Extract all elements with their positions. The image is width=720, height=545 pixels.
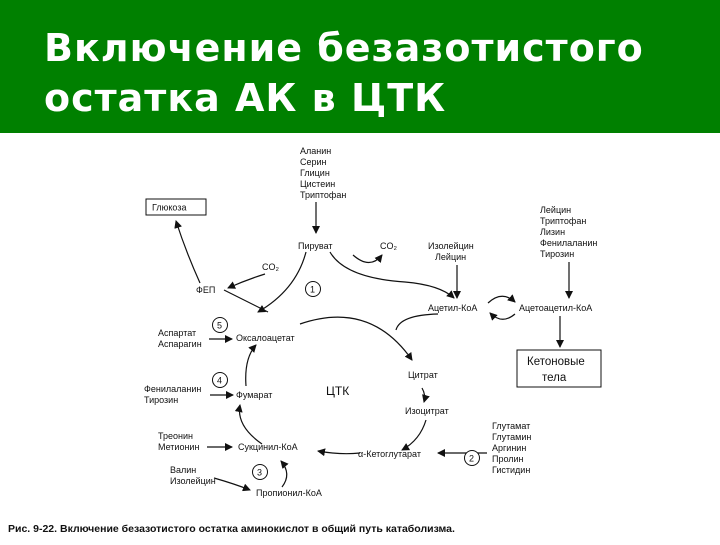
arrow-isocitrate-to-akg	[401, 419, 427, 451]
pro-label: Пролин	[492, 454, 524, 464]
ketone-bodies-line-2: тела	[542, 372, 567, 384]
aa-top-4: Цистеин	[300, 179, 335, 189]
citrate-label: Цитрат	[408, 370, 438, 380]
arrow-oaa-to-fep	[223, 289, 269, 313]
ile-leu-1: Изолейцин	[428, 241, 474, 251]
title-banner: Включение безазотистого остатка АК в ЦТК	[0, 0, 720, 133]
arrow-akg-to-succinyl	[317, 448, 361, 457]
arrow-val-to-propionyl	[213, 477, 251, 492]
step-number-4: 4	[217, 376, 222, 386]
isocitrate-label: Изоцитрат	[405, 406, 449, 416]
aa-top-5: Триптофан	[300, 190, 346, 200]
val-label: Валин	[170, 465, 196, 475]
arrow-oaa-to-citrate	[299, 316, 413, 361]
tca-cycle-label: ЦТК	[326, 384, 349, 398]
fumarate-label: Фумарат	[236, 390, 272, 400]
arrow-pyruvate-to-acetylcoa	[329, 251, 455, 299]
ketone-bodies-line-1: Кетоновые	[527, 356, 585, 368]
diagram-area: Аланин Серин Глицин Цистеин Триптофан Ле…	[0, 133, 720, 540]
arrow-co2-release-fep	[227, 273, 266, 289]
acetoacetyl-coa-label: Ацетоацетил-КоА	[519, 303, 592, 313]
asp-label: Аспартат	[158, 328, 196, 338]
co2-right-label: CO₂	[380, 241, 398, 251]
acetyl-coa-label: Ацетил-КоА	[428, 303, 477, 313]
glucose-box	[145, 198, 207, 216]
aa-rt-4: Фенилаланин	[540, 238, 597, 248]
step-number-3: 3	[257, 468, 262, 478]
thr-label: Треонин	[158, 431, 193, 441]
glu-label: Глутамат	[492, 421, 530, 431]
ketone-bodies-box	[516, 349, 602, 388]
pyruvate-label: Пируват	[298, 241, 333, 251]
arrow-fep-to-glucose	[174, 220, 201, 284]
arrow-pyruvate-to-oaa	[257, 251, 307, 313]
arrow-succinyl-to-fumarate	[234, 404, 263, 445]
step-number-5: 5	[217, 321, 222, 331]
met-label: Метионин	[158, 442, 199, 452]
step-number-1: 1	[310, 285, 315, 295]
slide-title-line-1: Включение безазотистого	[44, 26, 644, 70]
aa-rt-2: Триптофан	[540, 216, 586, 226]
fep-label: ФЕП	[196, 285, 215, 295]
ile-label: Изолейцин	[170, 476, 216, 486]
arrow-acetyl-to-acetoacetyl	[487, 294, 516, 304]
aa-rt-1: Лейцин	[540, 205, 571, 215]
phe-label: Фенилаланин	[144, 384, 201, 394]
arrow-acetoacetyl-to-acetyl	[489, 312, 516, 321]
asn-label: Аспарагин	[158, 339, 202, 349]
arrow-propionyl-to-succinyl	[280, 460, 289, 488]
arrow-citrate-to-isocitrate	[421, 387, 430, 403]
step-circle-3	[252, 464, 268, 480]
figure-caption: Рис. 9-22. Включение безазотистого остат…	[8, 523, 455, 535]
step-circle-5	[212, 317, 228, 333]
his-label: Гистидин	[492, 465, 530, 475]
aa-group-right-top: Лейцин Триптофан Лизин Фенилаланин Тироз…	[540, 205, 597, 259]
oxaloacetate-label: Оксалоацетат	[236, 333, 295, 343]
glucose-label: Глюкоза	[152, 203, 186, 213]
metabolic-pathway-diagram: Аланин Серин Глицин Цистеин Триптофан Ле…	[8, 146, 602, 535]
aa-group-top: Аланин Серин Глицин Цистеин Триптофан	[300, 146, 346, 200]
ile-leu-2: Лейцин	[435, 252, 466, 262]
aa-rt-5: Тирозин	[540, 249, 574, 259]
arrow-co2-release-pdh	[352, 254, 383, 264]
arrow-acetyl-into-cycle	[395, 313, 439, 331]
step-circle-1	[305, 281, 321, 297]
aa-top-1: Аланин	[300, 146, 331, 156]
gln-label: Глутамин	[492, 432, 531, 442]
tyr-label: Тирозин	[144, 395, 178, 405]
succinyl-coa-label: Сукцинил-КоА	[238, 442, 298, 452]
arrow-fumarate-to-oaa	[245, 344, 257, 387]
aa-top-3: Глицин	[300, 168, 330, 178]
step-circle-2	[464, 450, 480, 466]
step-circle-4	[212, 372, 228, 388]
aa-rt-3: Лизин	[540, 227, 565, 237]
slide-title-line-2: остатка АК в ЦТК	[44, 76, 447, 120]
step-number-2: 2	[469, 454, 474, 464]
aa-top-2: Серин	[300, 157, 327, 167]
arg-label: Аргинин	[492, 443, 526, 453]
alpha-kg-label: α-Кетоглутарат	[358, 449, 421, 459]
co2-left-label: CO₂	[262, 262, 280, 272]
propionyl-coa-label: Пропионил-КоА	[256, 488, 322, 498]
